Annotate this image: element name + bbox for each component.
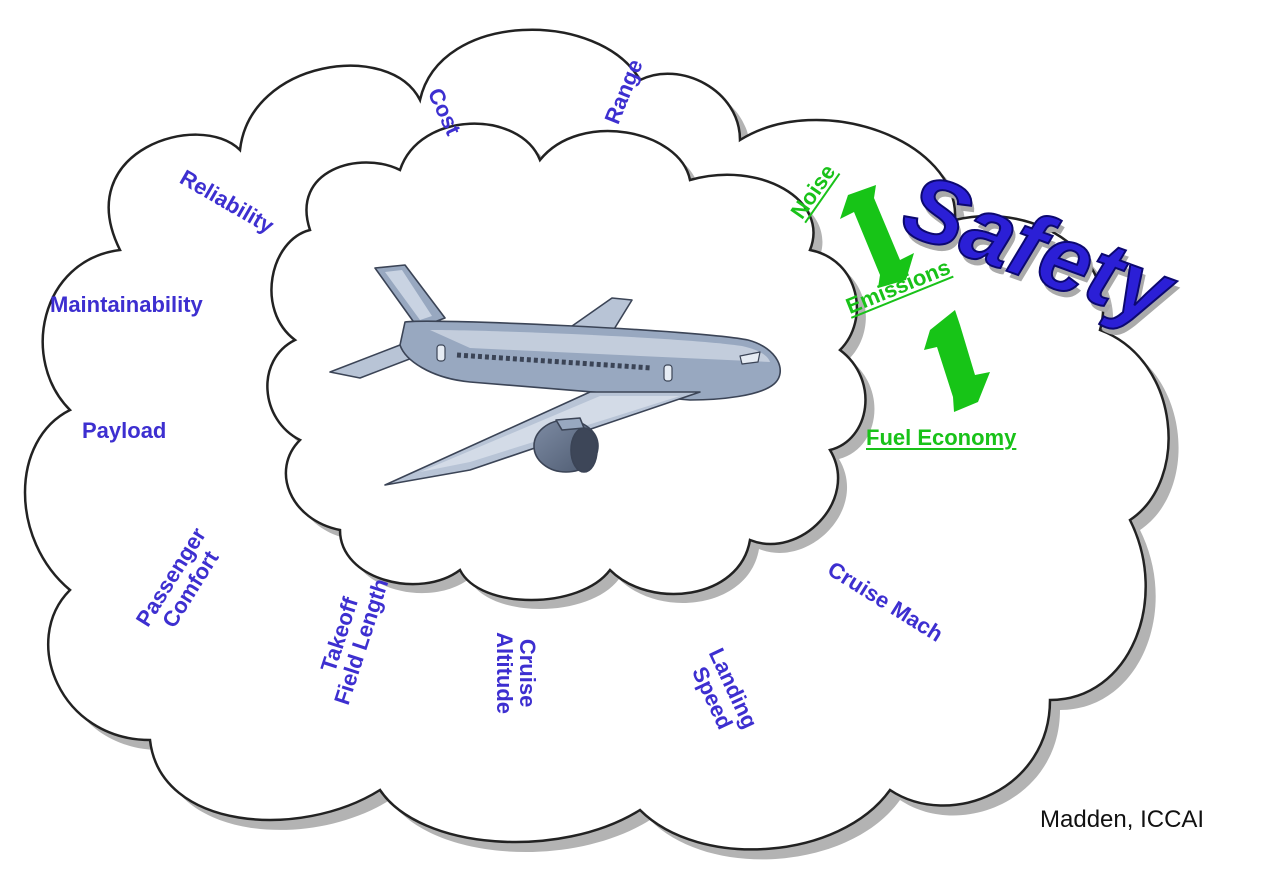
tradeoff-arrow-noise-emissions — [840, 185, 914, 288]
label-maintainability: Maintainability — [50, 292, 203, 317]
aircraft-icon — [329, 264, 781, 486]
tradeoff-arrow-emissions-fuel — [924, 310, 990, 412]
label-cruise-altitude: Cruise Altitude — [491, 632, 541, 715]
citation: Madden, ICCAI — [1040, 806, 1205, 833]
label-fuel-economy: Fuel Economy — [866, 425, 1017, 450]
label-payload: Payload — [82, 418, 167, 443]
label-cruise-altitude-line1: Cruise — [515, 638, 541, 708]
label-cruise-altitude-line2: Altitude — [491, 632, 517, 715]
